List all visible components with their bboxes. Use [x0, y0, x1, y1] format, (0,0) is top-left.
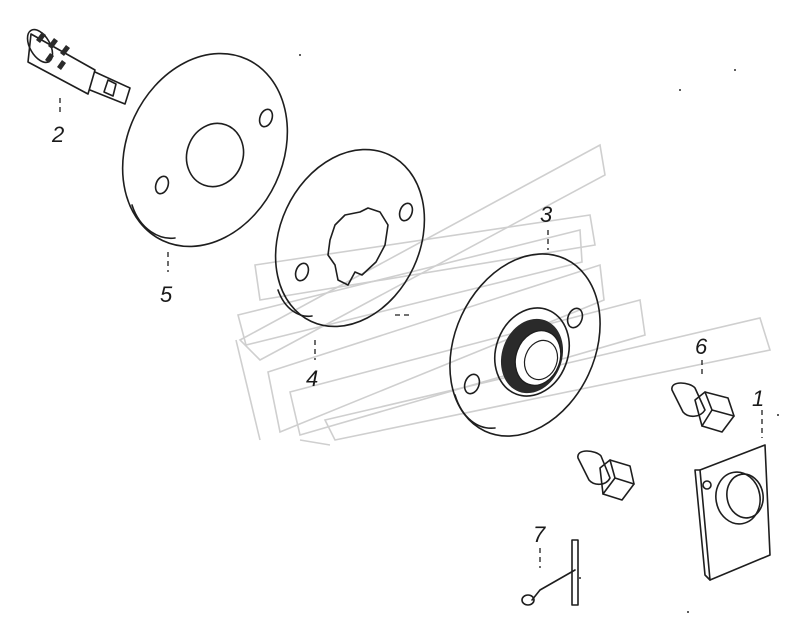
cotter-pin-part — [521, 539, 579, 606]
keyed-washer-part — [274, 148, 426, 360]
washer-plate-part — [121, 52, 289, 272]
hex-bolt-part — [671, 360, 735, 433]
callout-7: 7 — [533, 522, 546, 547]
callout-2: 2 — [51, 122, 64, 147]
callout-3: 3 — [540, 202, 553, 227]
watermark-logo — [235, 143, 772, 446]
flange-bushing-part — [449, 230, 601, 437]
callout-6: 6 — [695, 334, 708, 359]
callout-5: 5 — [160, 282, 173, 307]
lock-cylinder-part — [26, 28, 131, 112]
callout-1: 1 — [752, 386, 764, 411]
cover-plate-part — [694, 410, 771, 581]
scan-specks — [299, 54, 779, 613]
callout-4: 4 — [306, 366, 318, 391]
hex-bolt-second-part — [577, 450, 635, 501]
